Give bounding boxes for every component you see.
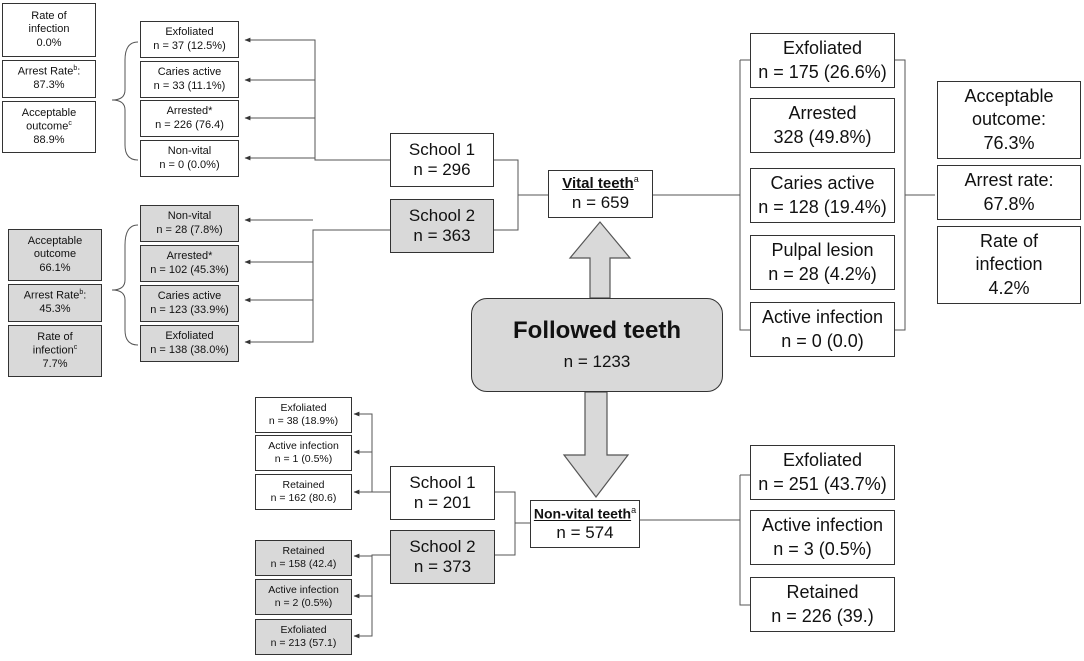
down-arrow-icon bbox=[562, 391, 630, 498]
vital-s2-outcome: Caries active n = 123 (33.9%) bbox=[140, 285, 239, 322]
nonvital-teeth-box: Non-vital teetha n = 574 bbox=[530, 500, 640, 548]
nonvital-s1-outcome: Active infection n = 1 (0.5%) bbox=[255, 435, 352, 471]
nonvital-teeth-title: Non-vital teeth bbox=[533, 505, 632, 522]
vital-outcome: Exfoliated n = 175 (26.6%) bbox=[750, 33, 895, 88]
vital-outcome: Arrested 328 (49.8%) bbox=[750, 98, 895, 153]
vital-s2-outcome: Arrested* n = 102 (45.3%) bbox=[140, 245, 239, 282]
vital-teeth-title: Vital teeth bbox=[562, 175, 634, 193]
vital-school2-box: School 2 n = 363 bbox=[390, 199, 494, 253]
vital-rate: Arrest rate: 67.8% bbox=[937, 165, 1081, 220]
vital-s2-outcome: Exfoliated n = 138 (38.0%) bbox=[140, 325, 239, 362]
vital-s1-rate: Acceptable outcomec 88.9% bbox=[2, 101, 96, 153]
nonvital-s1-outcome: Exfoliated n = 38 (18.9%) bbox=[255, 397, 352, 433]
vital-school2-name: School 2 bbox=[408, 205, 476, 225]
vital-teeth-count: n = 659 bbox=[571, 193, 630, 213]
followed-teeth-count: n = 1233 bbox=[563, 352, 631, 372]
vital-s1-outcome: Arrested* n = 226 (76.4) bbox=[140, 100, 239, 137]
vital-s1-rate: Rate of infection 0.0% bbox=[2, 3, 96, 57]
vital-outcome: Caries active n = 128 (19.4%) bbox=[750, 168, 895, 223]
vital-school1-count: n = 296 bbox=[413, 160, 471, 179]
vital-school1-name: School 1 bbox=[408, 139, 476, 159]
vital-outcome: Active infection n = 0 (0.0) bbox=[750, 302, 895, 357]
vital-rate: Rate of infection 4.2% bbox=[937, 226, 1081, 304]
vital-s1-outcome: Non-vital n = 0 (0.0%) bbox=[140, 140, 239, 177]
up-arrow-icon bbox=[568, 221, 632, 299]
vital-rate: Acceptable outcome: 76.3% bbox=[937, 81, 1081, 159]
nonvital-school1-name: School 1 bbox=[409, 472, 476, 492]
nonvital-s2-outcome: Active infection n = 2 (0.5%) bbox=[255, 579, 352, 615]
vital-school2-count: n = 363 bbox=[413, 226, 471, 245]
nonvital-teeth-count: n = 574 bbox=[556, 522, 614, 542]
vital-s2-rate: Rate of infectionc 7.7% bbox=[8, 325, 102, 377]
nonvital-outcome: Retained n = 226 (39.) bbox=[750, 577, 895, 632]
vital-s1-rate: Arrest Rateb: 87.3% bbox=[2, 60, 96, 98]
vital-outcome: Pulpal lesion n = 28 (4.2%) bbox=[750, 235, 895, 290]
vital-s2-rate: Arrest Rateb: 45.3% bbox=[8, 284, 102, 322]
nonvital-school1-count: n = 201 bbox=[413, 493, 472, 512]
vital-s1-outcome: Caries active n = 33 (11.1%) bbox=[140, 61, 239, 98]
nonvital-s2-outcome: Retained n = 158 (42.4) bbox=[255, 540, 352, 576]
nonvital-outcome: Active infection n = 3 (0.5%) bbox=[750, 510, 895, 565]
vital-s2-outcome: Non-vital n = 28 (7.8%) bbox=[140, 205, 239, 242]
vital-s2-rate: Acceptable outcome 66.1% bbox=[8, 229, 102, 281]
vital-school1-box: School 1 n = 296 bbox=[390, 133, 494, 187]
followed-teeth-box: Followed teeth n = 1233 bbox=[471, 298, 723, 392]
nonvital-school1-box: School 1 n = 201 bbox=[390, 466, 495, 520]
nonvital-school2-name: School 2 bbox=[409, 536, 476, 556]
nonvital-school2-count: n = 373 bbox=[413, 557, 472, 576]
nonvital-school2-box: School 2 n = 373 bbox=[390, 530, 495, 584]
nonvital-s2-outcome: Exfoliated n = 213 (57.1) bbox=[255, 619, 352, 655]
nonvital-outcome: Exfoliated n = 251 (43.7%) bbox=[750, 445, 895, 500]
vital-teeth-box: Vital teetha n = 659 bbox=[548, 170, 653, 218]
nonvital-s1-outcome: Retained n = 162 (80.6) bbox=[255, 474, 352, 510]
vital-s1-outcome: Exfoliated n = 37 (12.5%) bbox=[140, 21, 239, 58]
followed-teeth-title: Followed teeth bbox=[513, 317, 681, 345]
